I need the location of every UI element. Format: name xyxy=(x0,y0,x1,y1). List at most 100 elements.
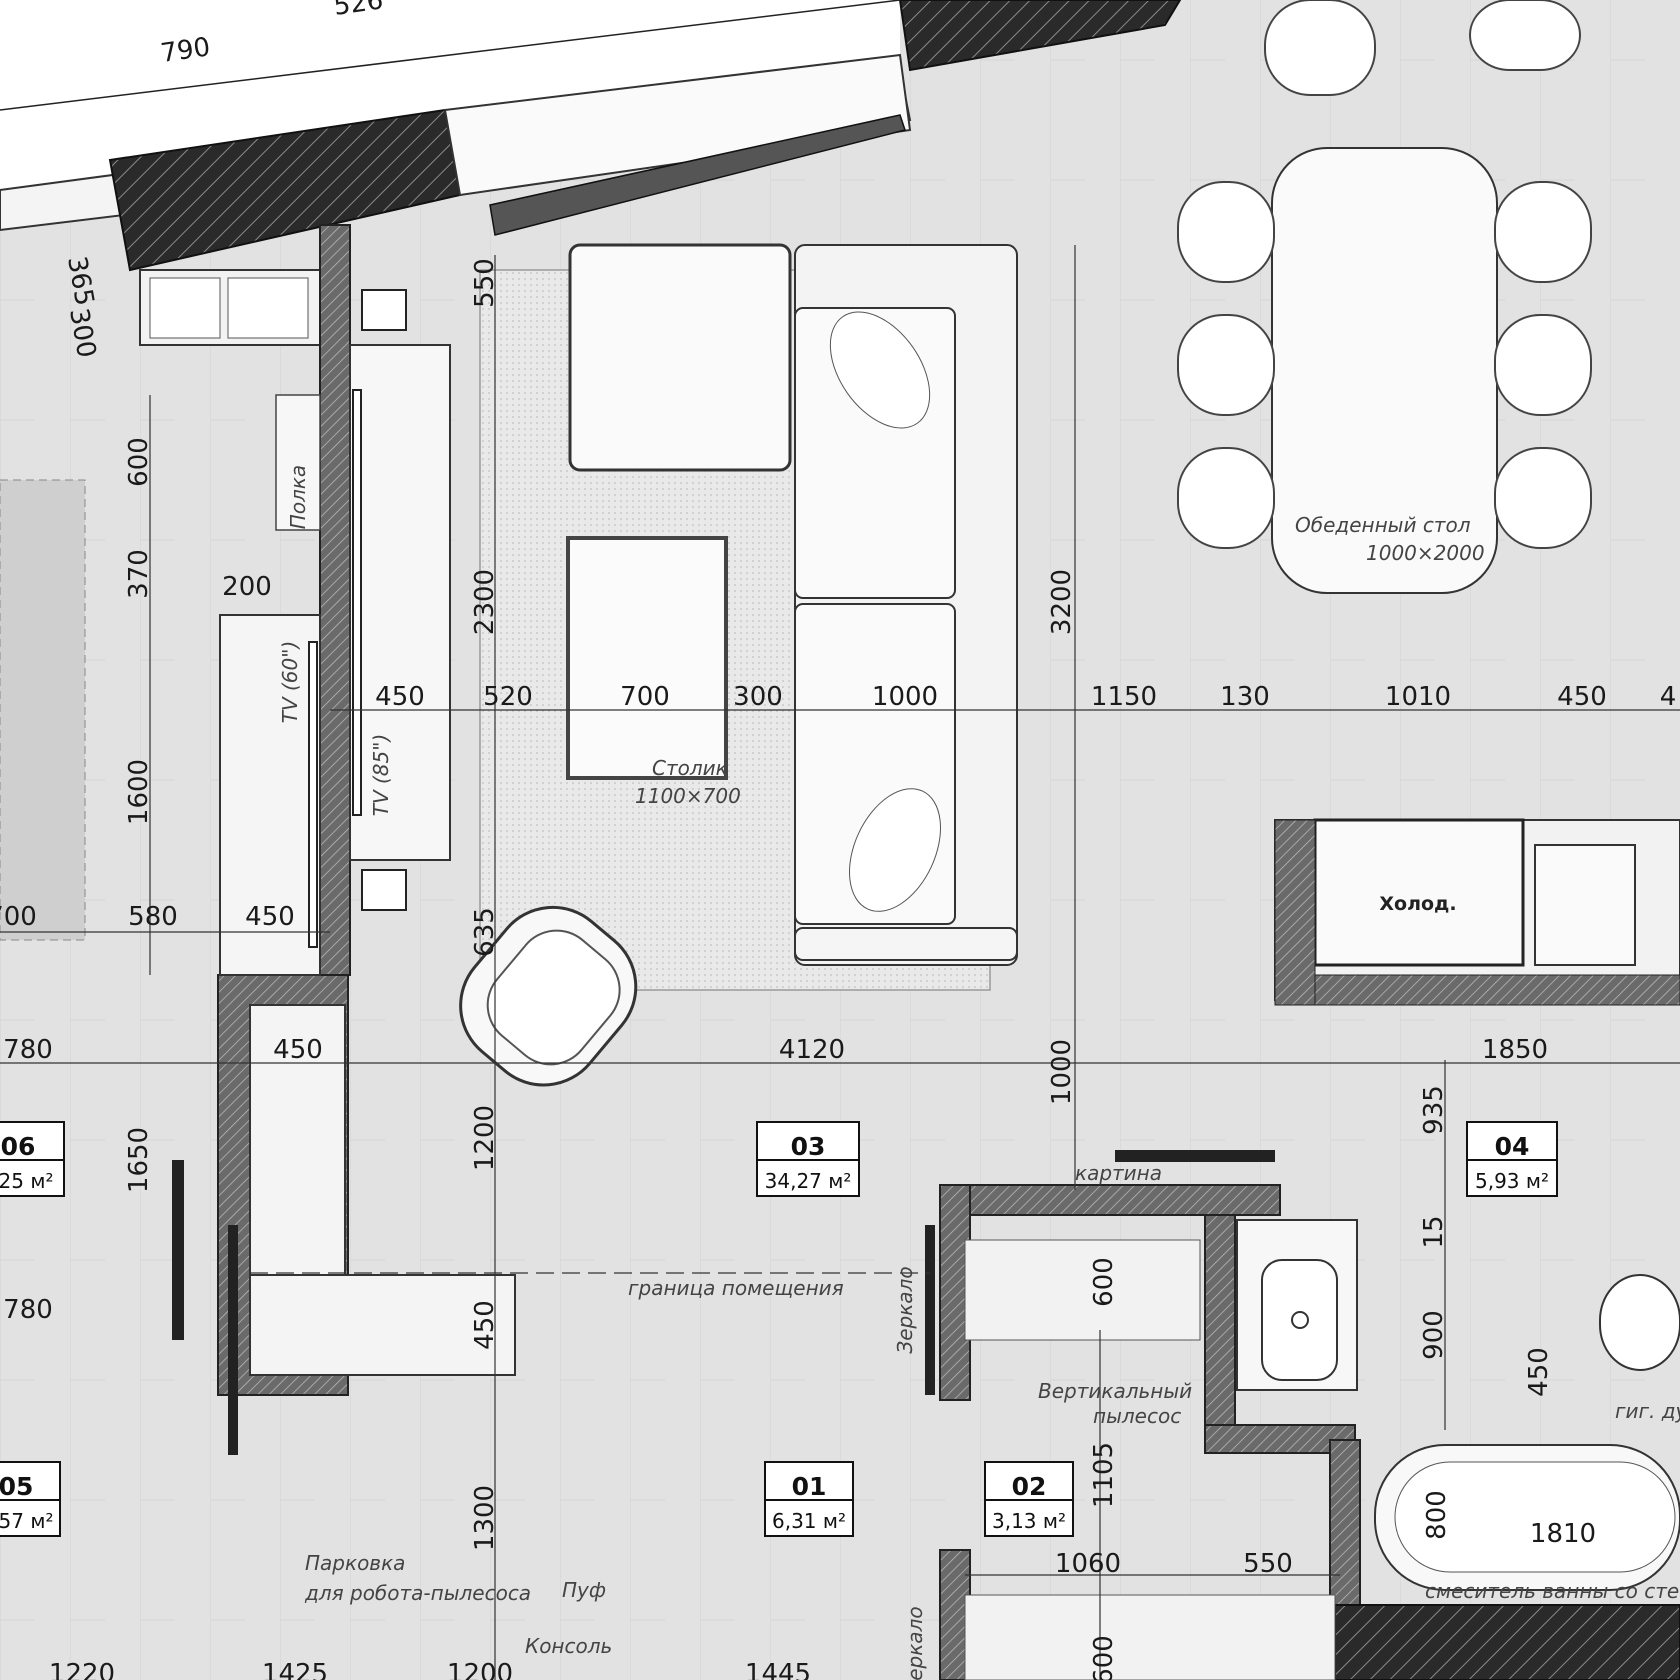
dim-text: 450 xyxy=(1557,682,1607,712)
dim-text: 200 xyxy=(222,572,272,602)
room-number: 05 xyxy=(0,1472,33,1501)
dim-text: 780 xyxy=(3,1035,53,1065)
dim-text: 550 xyxy=(1243,1549,1293,1579)
dim-text: 800 xyxy=(1422,1490,1452,1540)
dim-text: 700 xyxy=(620,682,670,712)
exterior-wall-top xyxy=(0,0,1182,272)
room-area: 25 м² xyxy=(0,1169,53,1193)
dim-text: 635 xyxy=(470,907,500,957)
label-dining-table: Обеденный стол xyxy=(1295,513,1471,537)
room-area: 6,31 м² xyxy=(772,1509,846,1533)
dim-text: 130 xyxy=(1220,682,1270,712)
dim-text: 4 xyxy=(1660,682,1677,712)
dim-text: 1150 xyxy=(1091,682,1157,712)
room-number: 06 xyxy=(1,1132,36,1161)
dim-text: 450 xyxy=(1524,1347,1554,1397)
sofa xyxy=(568,243,1018,966)
dim-text: 1850 xyxy=(1482,1035,1548,1065)
label-fridge: Холод. xyxy=(1379,893,1456,915)
dim-text: 370 xyxy=(124,549,154,599)
label-coffee-table-size: 1100×700 xyxy=(635,784,741,808)
dim-text: 600 xyxy=(1089,1257,1119,1307)
dim-text: 1600 xyxy=(124,759,154,825)
dim-text: 550 xyxy=(470,258,500,308)
dim-text: 1220 xyxy=(49,1659,115,1680)
label-pouf: Пуф xyxy=(562,1578,606,1602)
label-dining-table-size: 1000×2000 xyxy=(1366,541,1485,565)
label-tv-60: TV (60") xyxy=(278,641,302,724)
room-label-06: 06 25 м² xyxy=(0,1121,65,1197)
label-vacuum: пылесос xyxy=(1093,1404,1181,1428)
dim-text: 2300 xyxy=(470,569,500,635)
room-area: 34,27 м² xyxy=(765,1169,852,1193)
kitchen-block xyxy=(1274,818,1680,1006)
room-number: 01 xyxy=(792,1472,827,1501)
dim-text: 790 xyxy=(159,32,212,69)
label-shower: гиг. ду xyxy=(1615,1399,1680,1423)
dim-text: 1200 xyxy=(470,1105,500,1171)
label-parking: для робота-пылесоса xyxy=(304,1581,531,1605)
room-number: 04 xyxy=(1495,1132,1530,1161)
tv-60-panel xyxy=(308,641,318,948)
dim-text: 1105 xyxy=(1089,1442,1119,1508)
room-label-04: 04 5,93 м² xyxy=(1466,1121,1558,1197)
dim-text: 600 xyxy=(124,437,154,487)
label-bath-mixer: смеситель ванны со сте xyxy=(1425,1579,1679,1603)
coffee-table xyxy=(566,536,728,780)
dim-text: 520 xyxy=(483,682,533,712)
bathroom-walls xyxy=(925,1150,1680,1680)
dim-text: 450 xyxy=(375,682,425,712)
room-number: 03 xyxy=(791,1132,826,1161)
room-label-02: 02 3,13 м² xyxy=(984,1461,1074,1537)
dim-text: 1650 xyxy=(124,1127,154,1193)
label-picture: картина xyxy=(1075,1161,1162,1185)
label-shelf: Полка xyxy=(286,465,310,529)
label-mirror: Зеркало xyxy=(903,1606,927,1680)
armchair xyxy=(459,905,638,1087)
left-structures xyxy=(0,224,516,1455)
dim-text: 780 xyxy=(3,1295,53,1325)
dim-text: 900 xyxy=(1419,1310,1449,1360)
dim-text: 1000 xyxy=(872,682,938,712)
dim-text: 300 xyxy=(733,682,783,712)
dim-text: 700 xyxy=(0,902,37,932)
speaker-icon xyxy=(361,289,407,911)
label-tv-85: TV (85") xyxy=(369,734,393,817)
dim-text: 4120 xyxy=(779,1035,845,1065)
room-label-03: 03 34,27 м² xyxy=(756,1121,860,1197)
label-mirror: Зеркало xyxy=(893,1266,917,1353)
dim-text: 935 xyxy=(1419,1085,1449,1135)
dimension-lines xyxy=(0,245,1680,1680)
room-area: 3,13 м² xyxy=(992,1509,1066,1533)
dim-text: 1445 xyxy=(745,1659,811,1680)
dim-text: 15 xyxy=(1419,1215,1449,1248)
dim-text: 3200 xyxy=(1047,569,1077,635)
room-label-01: 01 6,31 м² xyxy=(764,1461,854,1537)
dim-text: 1200 xyxy=(447,1659,513,1680)
dim-text: 526 xyxy=(332,0,385,22)
dim-text: 1810 xyxy=(1530,1519,1596,1549)
room-area: 5,93 м² xyxy=(1475,1169,1549,1193)
annotation-labels: Полка TV (60") TV (85") Столик 1100×700 … xyxy=(278,465,1680,1680)
dim-text: 1060 xyxy=(1055,1549,1121,1579)
label-room-border: граница помещения xyxy=(628,1276,844,1300)
dim-text: 1425 xyxy=(262,1659,328,1680)
room-number: 02 xyxy=(1012,1472,1047,1501)
label-parking: Парковка xyxy=(305,1551,405,1575)
label-vacuum: Вертикальный xyxy=(1038,1379,1192,1403)
dim-text: 450 xyxy=(245,902,295,932)
dim-text: 1300 xyxy=(470,1485,500,1551)
room-label-05: 05 57 м² xyxy=(0,1461,61,1537)
dim-text: 450 xyxy=(470,1300,500,1350)
dim-text: 450 xyxy=(273,1035,323,1065)
label-console: Консоль xyxy=(525,1634,612,1658)
dim-text: 580 xyxy=(128,902,178,932)
room-area: 57 м² xyxy=(0,1509,53,1533)
tv-85-panel xyxy=(352,389,362,816)
dim-text: 600 xyxy=(1089,1635,1119,1680)
dim-text: 1000 xyxy=(1047,1039,1077,1105)
label-coffee-table: Столик xyxy=(652,756,728,780)
dining-set xyxy=(1177,0,1592,594)
